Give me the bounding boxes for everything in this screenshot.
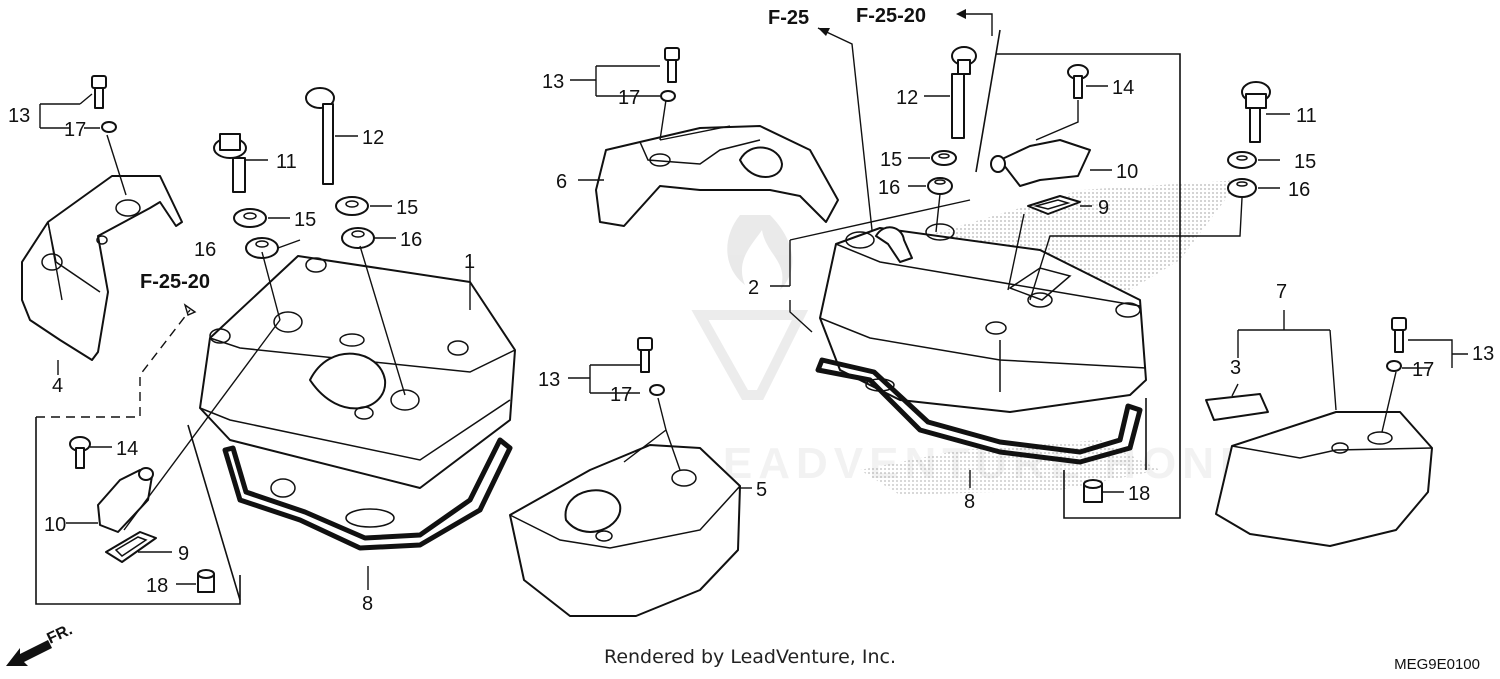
- callout-8-right: 8: [964, 491, 975, 513]
- part-5-cover-mid[interactable]: [509, 444, 741, 617]
- bolt-13-mid[interactable]: [637, 337, 665, 396]
- front-arrow-icon: [6, 640, 52, 666]
- detail-box-left: [35, 303, 241, 605]
- washer-15-left-2[interactable]: [335, 196, 369, 216]
- ref-f25[interactable]: F-25: [768, 7, 809, 29]
- callout-17-mid: 17: [610, 384, 632, 406]
- callout-16-left-b: 16: [400, 229, 422, 251]
- callout-9-left: 9: [178, 543, 189, 565]
- callout-18-left: 18: [146, 575, 168, 597]
- washer-16-left[interactable]: [245, 237, 279, 259]
- leader-lines-mid: [568, 65, 752, 489]
- washer-15-right[interactable]: [931, 150, 957, 166]
- callout-4: 4: [52, 375, 63, 397]
- credit-text: Rendered by LeadVenture, Inc.: [603, 646, 897, 668]
- callout-9-right: 9: [1098, 197, 1109, 219]
- callout-14-left: 14: [116, 438, 138, 460]
- front-direction-indicator: FR.: [6, 622, 76, 666]
- leader-lines-right: [770, 29, 1468, 519]
- part-9-gasket-left[interactable]: [105, 531, 157, 563]
- part-10-joint-left[interactable]: [97, 467, 154, 533]
- callout-10-right: 10: [1116, 161, 1138, 183]
- callout-11-left: 11: [276, 151, 297, 173]
- callout-6: 6: [556, 171, 567, 193]
- ref-f25-20-left[interactable]: F-25-20: [140, 271, 210, 293]
- reference-arrows: [817, 9, 993, 231]
- leader-lines-left: [39, 93, 471, 590]
- callout-17-left: 17: [64, 119, 86, 141]
- part-8-gasket-left[interactable]: [222, 437, 513, 551]
- callout-14-right: 14: [1112, 77, 1134, 99]
- diagram-code: MEG9E0100: [1394, 656, 1480, 673]
- part-9-gasket-right[interactable]: [1027, 195, 1081, 215]
- callout-1: 1: [464, 251, 475, 273]
- callout-16-left-a: 16: [194, 239, 216, 261]
- callout-13-left: 13: [8, 105, 30, 127]
- bolt-13-left[interactable]: [91, 75, 117, 133]
- callout-18-right: 18: [1128, 483, 1150, 505]
- bolt-14-right[interactable]: [1067, 64, 1089, 99]
- part-4-cover-left[interactable]: [21, 175, 183, 361]
- callout-12-left: 12: [362, 127, 384, 149]
- callout-8-left: 8: [362, 593, 373, 615]
- part-18-cap-right[interactable]: [1083, 479, 1103, 503]
- washer-16-right[interactable]: [927, 177, 953, 195]
- callout-12-right: 12: [896, 87, 918, 109]
- callout-13-mid: 13: [538, 369, 560, 391]
- part-8-gasket-right[interactable]: [815, 357, 1143, 465]
- callout-16-right: 16: [878, 177, 900, 199]
- callout-15-left-b: 15: [396, 197, 418, 219]
- callout-13-right: 13: [1472, 343, 1494, 365]
- callout-17-right: 17: [1412, 359, 1434, 381]
- front-label: FR.: [45, 622, 76, 648]
- reference-labels[interactable]: F-25-20 F-25 F-25-20: [140, 5, 926, 293]
- part-3-damper[interactable]: [1205, 393, 1269, 421]
- bolt-12-left[interactable]: [305, 87, 335, 185]
- ref-f25-20-top[interactable]: F-25-20: [856, 5, 926, 27]
- part-10-joint-right[interactable]: [990, 139, 1091, 187]
- callout-15-right-far: 15: [1294, 151, 1316, 173]
- part-18-cap-left[interactable]: [197, 569, 215, 593]
- bolt-12-right[interactable]: [951, 46, 977, 139]
- washer-15-left[interactable]: [233, 208, 267, 228]
- callout-3: 3: [1230, 357, 1241, 379]
- bolt-13-mid-top[interactable]: [660, 47, 680, 102]
- washer-15-right-far[interactable]: [1227, 151, 1257, 169]
- washer-16-left-2[interactable]: [341, 227, 375, 249]
- part-7-cover-right[interactable]: [1215, 411, 1433, 547]
- callout-15-right: 15: [880, 149, 902, 171]
- bolt-11-right[interactable]: [1241, 81, 1271, 143]
- bolt-13-right[interactable]: [1386, 317, 1407, 372]
- part-6-cover-top[interactable]: [595, 125, 839, 227]
- part-1-cylinder-head-cover[interactable]: [199, 255, 516, 489]
- callout-11-right: 11: [1296, 105, 1317, 127]
- callout-13-mid-top: 13: [542, 71, 564, 93]
- callout-5: 5: [756, 479, 767, 501]
- bolt-11-left[interactable]: [213, 133, 247, 193]
- bolt-14-left[interactable]: [69, 436, 91, 469]
- callout-15-left-a: 15: [294, 209, 316, 231]
- callout-10-left: 10: [44, 514, 66, 536]
- callout-16-right-far: 16: [1288, 179, 1310, 201]
- callout-2: 2: [748, 277, 759, 299]
- callout-17-mid-top: 17: [618, 87, 640, 109]
- callout-7: 7: [1276, 281, 1287, 303]
- callout-labels: 13 17 4 11 12 15 16 15 16 1 14 10 9 18 8…: [8, 71, 1494, 615]
- washer-16-right-far[interactable]: [1227, 178, 1257, 198]
